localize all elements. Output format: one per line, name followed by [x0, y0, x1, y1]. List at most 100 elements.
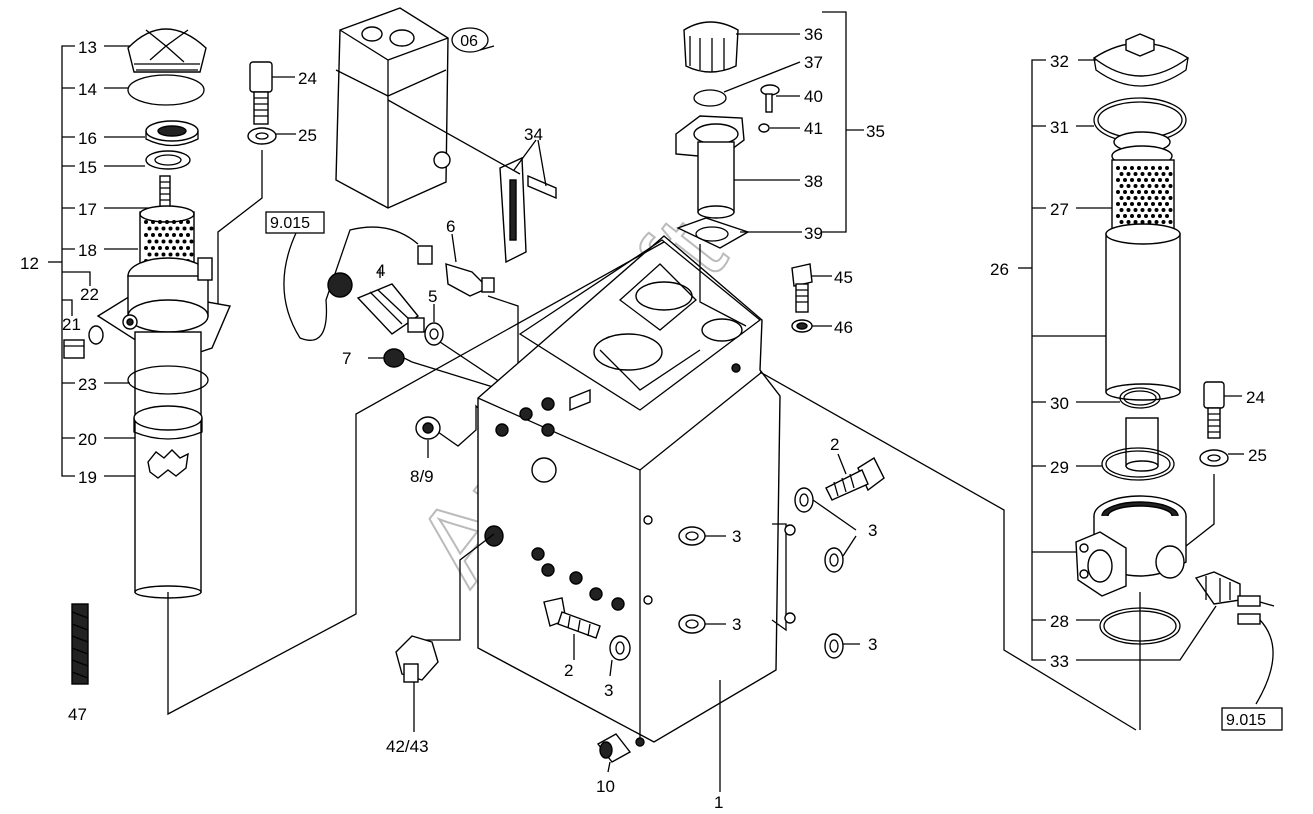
- tank-1: [477, 235, 796, 747]
- pin-17: [159, 175, 171, 211]
- filler-neck-38: [675, 115, 800, 219]
- spring-47: [71, 603, 89, 685]
- label-2-bottom: 2: [564, 661, 573, 680]
- label-46: 46: [834, 318, 853, 337]
- label-12: 12: [20, 254, 39, 273]
- washer-5: [424, 322, 444, 346]
- label-31: 31: [1050, 118, 1069, 137]
- nut-89: [415, 416, 441, 458]
- label-26: 26: [990, 260, 1009, 279]
- label-25-top: 25: [298, 126, 317, 145]
- washer-25-right: [1199, 449, 1229, 467]
- cap-13: [127, 28, 207, 73]
- label-40: 40: [804, 87, 823, 106]
- label-45: 45: [834, 268, 853, 287]
- label-3-c: 3: [868, 521, 877, 540]
- label-10: 10: [596, 777, 615, 796]
- label-4: 4: [376, 261, 385, 280]
- label-3-a: 3: [732, 527, 741, 546]
- label-34: 34: [524, 125, 543, 144]
- label-23: 23: [78, 375, 97, 394]
- label-24-right: 24: [1246, 388, 1265, 407]
- fitting-10: [596, 733, 632, 773]
- label-42-43: 42/43: [386, 737, 429, 756]
- label-25-right: 25: [1248, 446, 1267, 465]
- label-36: 36: [804, 25, 823, 44]
- label-19: 19: [78, 468, 97, 487]
- svg-text:90: 90: [460, 31, 478, 48]
- o-ring-37: [693, 89, 727, 107]
- bolt-2-bottom: [543, 597, 601, 660]
- label-15: 15: [78, 158, 97, 177]
- label-37: 37: [804, 53, 823, 72]
- ring-20: [133, 405, 203, 431]
- washer-22: [88, 325, 104, 345]
- ref-9015-right: 9.015: [1226, 712, 1266, 729]
- label-16: 16: [78, 129, 97, 148]
- valve-block: [335, 7, 451, 209]
- label-29: 29: [1050, 458, 1069, 477]
- label-3-bottom: 3: [604, 681, 613, 700]
- label-33: 33: [1050, 652, 1069, 671]
- label-38: 38: [804, 172, 823, 191]
- label-30: 30: [1050, 394, 1069, 413]
- label-32: 32: [1050, 52, 1069, 71]
- label-20: 20: [78, 430, 97, 449]
- screw-40: [760, 84, 800, 113]
- label-3-b: 3: [732, 615, 741, 634]
- label-24-top: 24: [298, 69, 317, 88]
- label-13: 13: [78, 38, 97, 57]
- washer-25-top: [247, 127, 277, 145]
- left-filter-assembly: [48, 28, 231, 685]
- label-14: 14: [78, 80, 97, 99]
- washer-41: [758, 123, 770, 133]
- plug-21: [63, 339, 85, 359]
- rotate-90-icon: 90: [451, 27, 495, 53]
- o-ring-29: [1101, 447, 1175, 481]
- label-22: 22: [80, 285, 99, 304]
- right-filter-assembly: [1018, 33, 1275, 730]
- label-7: 7: [342, 349, 351, 368]
- ref-9015-left: 9.015: [270, 215, 310, 232]
- label-39: 39: [804, 224, 823, 243]
- label-35: 35: [866, 122, 885, 141]
- plug-4243: [395, 635, 439, 732]
- breather-cap-36: [683, 21, 800, 73]
- filter-element-27: [1111, 159, 1175, 231]
- star-washer-19: [147, 449, 189, 479]
- bolt-24-right: [1203, 381, 1242, 439]
- label-21: 21: [62, 315, 81, 334]
- label-2-right: 2: [830, 435, 839, 454]
- label-17: 17: [78, 200, 97, 219]
- label-1: 1: [714, 793, 723, 812]
- label-5: 5: [428, 287, 437, 306]
- sensor-4: [327, 268, 425, 335]
- o-ring-14: [127, 74, 205, 106]
- sensor-33: [1194, 571, 1275, 705]
- label-18: 18: [78, 241, 97, 260]
- label-6: 6: [446, 217, 455, 236]
- washer-3-a: [678, 526, 726, 546]
- label-47: 47: [68, 705, 87, 724]
- bolt-24-top: [249, 61, 295, 125]
- label-41: 41: [804, 119, 823, 138]
- bolt-45: [791, 263, 832, 313]
- o-ring-23: [127, 365, 209, 395]
- bolt-2-right: [825, 453, 885, 501]
- gasket-39: [676, 217, 802, 249]
- washer-3-d: [824, 535, 857, 573]
- o-ring-30: [1119, 387, 1161, 409]
- label-3-e: 3: [868, 635, 877, 654]
- ring-15: [145, 150, 191, 170]
- label-27: 27: [1050, 200, 1069, 219]
- sight-glass-34: [387, 99, 557, 264]
- plug-7: [368, 348, 413, 368]
- washer-3-e: [824, 633, 860, 659]
- label-8-9: 8/9: [410, 467, 434, 486]
- washer-3-c: [794, 487, 857, 531]
- callout-labels: 13 14 16 15 17 18 12 22 21 23 20 19 47 2…: [20, 25, 1267, 812]
- washer-3-b: [678, 614, 726, 634]
- label-28: 28: [1050, 612, 1069, 631]
- sensor-6: [417, 233, 495, 297]
